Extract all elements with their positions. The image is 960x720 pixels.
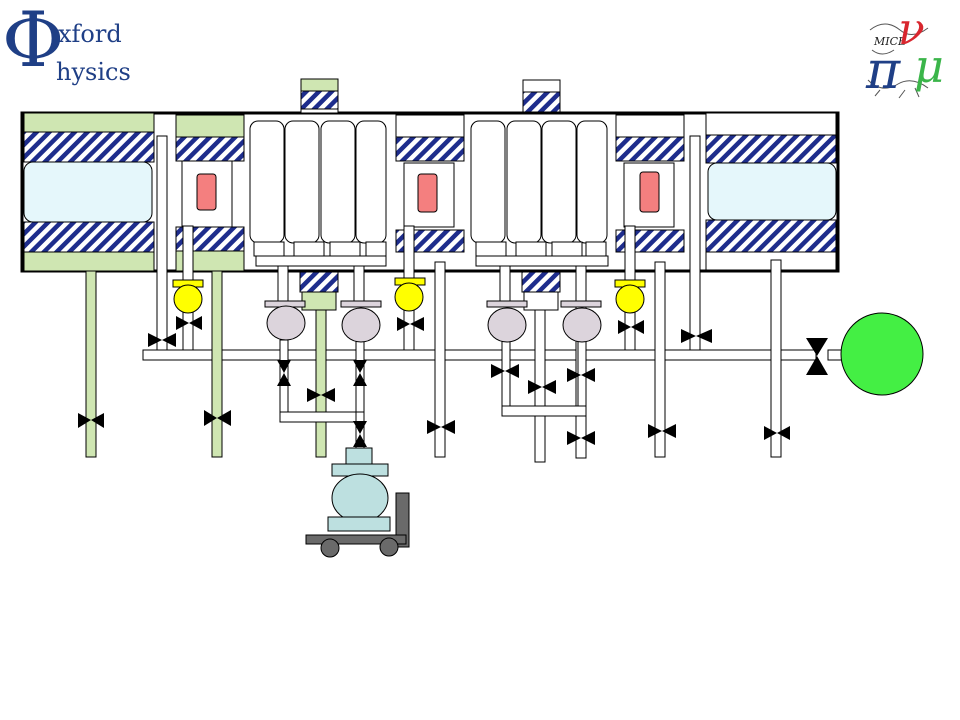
rf-cavity-group-1 — [249, 120, 387, 267]
vacuum-vessels — [264, 300, 602, 343]
logo-phi: Φ — [2, 0, 65, 84]
gas-tank-icon — [827, 312, 924, 396]
absorber-3 — [639, 171, 660, 213]
vacuum-pump-icon — [305, 447, 410, 558]
mice-logo-nu: ν — [898, 4, 925, 55]
pressure-relief-valve-icon — [172, 277, 646, 314]
absorber-module-1 — [175, 114, 245, 272]
absorber-module-2 — [395, 114, 465, 253]
logo-word-oxford: xford — [58, 20, 122, 48]
coupling-coil-2 — [521, 79, 561, 311]
rf-cavity-group-2 — [470, 120, 609, 267]
mice-logo-mu: μ — [914, 39, 944, 93]
cooling-channel-vessel — [20, 78, 840, 311]
absorber-1 — [196, 173, 217, 211]
left-focus-coil-module — [23, 112, 155, 272]
absorber-2 — [417, 173, 438, 213]
mice-logo-text: MICE — [873, 35, 906, 48]
coupling-coil-1 — [299, 78, 339, 311]
right-focus-coil-module — [705, 112, 837, 271]
mice-logo-pi: π — [865, 41, 901, 101]
hand-valve-icon — [78, 316, 828, 447]
mice-logo: MICE π ν μ — [865, 4, 944, 101]
logo-word-physics: hysics — [56, 58, 131, 86]
oxford-physics-logo: Φ xford hysics — [0, 2, 140, 88]
absorber-module-3 — [615, 114, 685, 253]
